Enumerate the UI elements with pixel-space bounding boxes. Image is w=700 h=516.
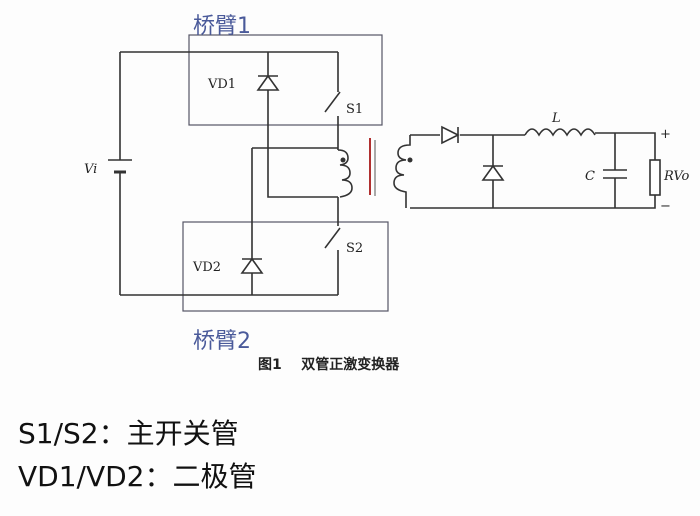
diode-rectifier xyxy=(441,125,460,145)
capacitor xyxy=(603,169,627,179)
bridge-arm-1-box xyxy=(188,34,383,126)
figure-title: 双管正激变换器 xyxy=(301,357,400,373)
note-switches: S1/S2：主开关管 xyxy=(18,417,239,450)
bridge-arm-2-box xyxy=(182,221,389,312)
switch-s1 xyxy=(324,91,341,113)
source-label: Vi xyxy=(84,162,97,177)
plus-label: + xyxy=(660,127,671,142)
switch-s2 xyxy=(324,227,341,249)
inductor xyxy=(524,128,596,137)
diode-freewheel xyxy=(481,164,505,181)
note-diodes: VD1/VD2：二极管 xyxy=(18,460,257,493)
circuit-diagram: Vi S1 S2 VD1 VD2 L C RVo + xyxy=(84,34,690,312)
dc-source: Vi xyxy=(84,52,132,295)
diode-vd2 xyxy=(240,257,264,274)
wires-primary xyxy=(120,51,339,296)
figure-caption: 图1 双管正激变换器 xyxy=(258,354,399,374)
s2-label: S2 xyxy=(346,241,363,256)
bridge-arm-2-label: 桥臂2 xyxy=(193,329,251,354)
figure-number: 图1 xyxy=(258,357,282,373)
bridge-arm-1-label: 桥臂1 xyxy=(193,14,251,39)
vd1-label: VD1 xyxy=(207,77,236,92)
resistor xyxy=(649,159,661,196)
minus-label: − xyxy=(660,199,671,214)
s1-label: S1 xyxy=(346,102,363,117)
resistor-label: RVo xyxy=(663,169,690,184)
capacitor-label: C xyxy=(585,169,595,184)
diode-vd1 xyxy=(256,74,280,91)
transformer xyxy=(337,135,413,208)
inductor-label: L xyxy=(551,111,561,126)
vd2-label: VD2 xyxy=(192,260,221,275)
